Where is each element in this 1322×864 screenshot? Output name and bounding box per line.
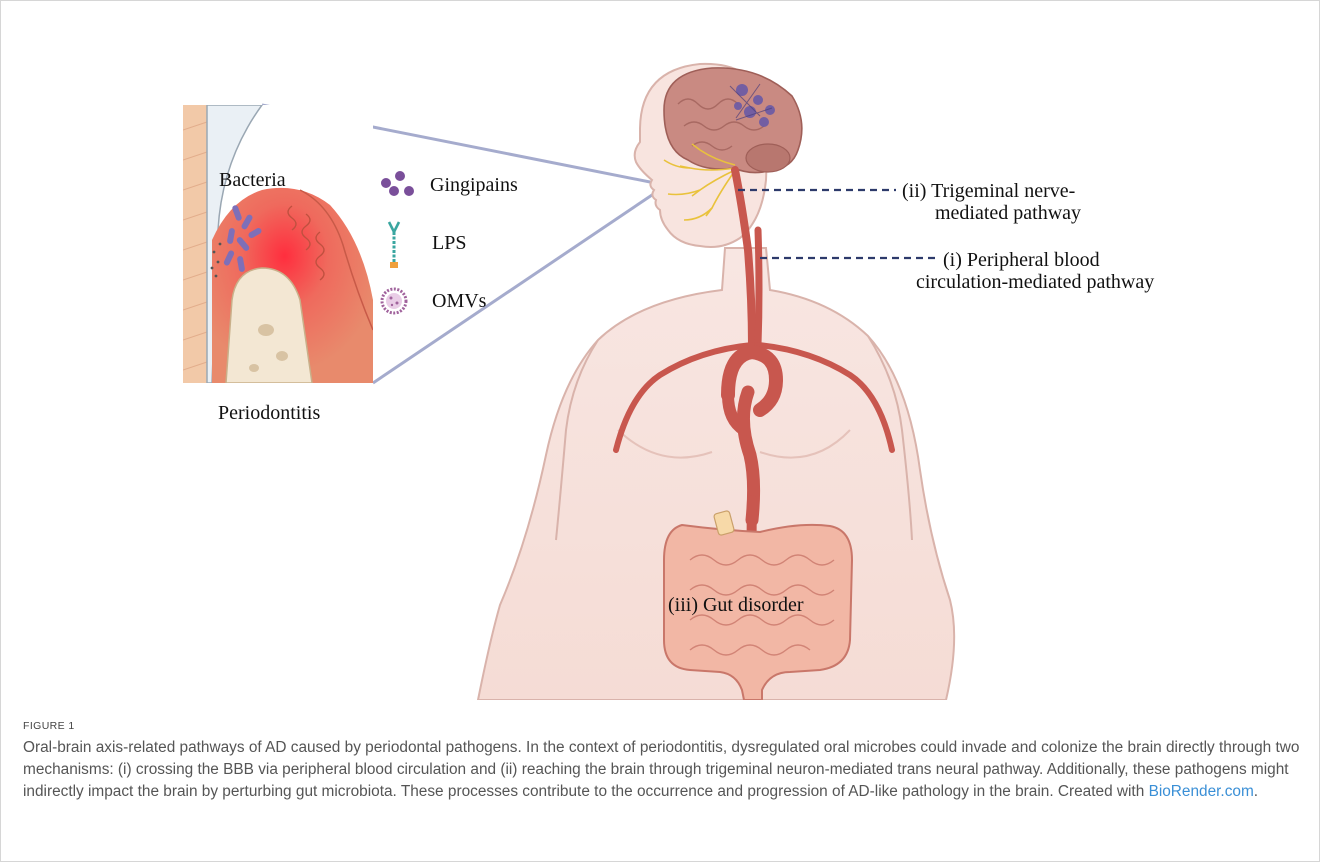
label-gut-disorder: (iii) Gut disorder (668, 594, 804, 616)
label-trigeminal-line1: (ii) Trigeminal nerve- (902, 180, 1075, 202)
label-trigeminal-line2: mediated pathway (935, 202, 1081, 224)
caption-end: . (1254, 783, 1258, 800)
label-bacteria: Bacteria (219, 169, 286, 191)
illustration-svg (0, 0, 1322, 700)
biorender-link[interactable]: BioRender.com (1149, 783, 1254, 800)
omvs-icon (382, 289, 406, 313)
caption-text: Oral-brain axis-related pathways of AD c… (23, 737, 1303, 803)
label-periodontitis: Periodontitis (218, 402, 320, 424)
label-omvs: OMVs (432, 290, 486, 312)
lps-icon (389, 222, 399, 268)
figure-illustration: Bacteria Gingipains LPS OMVs Periodontit… (0, 0, 1322, 700)
label-gingipains: Gingipains (430, 174, 518, 196)
gingipains-icon (381, 171, 414, 196)
caption-body: Oral-brain axis-related pathways of AD c… (23, 739, 1299, 800)
figure-number: FIGURE 1 (23, 720, 1303, 732)
periodontitis-inset (183, 105, 373, 383)
bone-strip (183, 105, 207, 383)
label-peripheral-line1: (i) Peripheral blood (943, 249, 1100, 271)
brain-icon (664, 68, 802, 173)
figure-caption: FIGURE 1 Oral-brain axis-related pathway… (23, 720, 1303, 803)
label-lps: LPS (432, 232, 466, 254)
label-peripheral-line2: circulation-mediated pathway (916, 271, 1154, 293)
